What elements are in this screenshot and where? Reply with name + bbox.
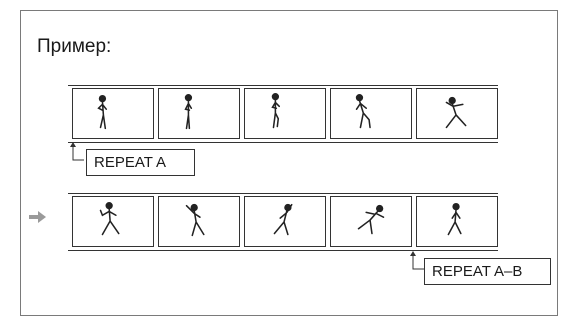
example-heading: Пример: <box>37 37 111 56</box>
pitcher-figure-icon <box>73 89 153 138</box>
strip2-frame-3 <box>244 196 326 247</box>
repeat-a-label: REPEAT A <box>86 149 195 176</box>
pitcher-figure-icon <box>159 197 239 246</box>
pitcher-figure-icon <box>331 89 411 138</box>
strip2-frame-4 <box>330 196 412 247</box>
pitcher-figure-icon <box>417 89 497 138</box>
pitcher-figure-icon <box>331 197 411 246</box>
strip2-frame-5 <box>416 196 498 247</box>
strip1-frame-5 <box>416 88 498 139</box>
strip2-top-line <box>68 193 498 194</box>
playback-marker <box>29 210 47 228</box>
strip2-bottom-line <box>68 250 498 251</box>
up-arrow-icon <box>68 140 88 164</box>
pitcher-figure-icon <box>73 197 153 246</box>
strip1-frame-1 <box>72 88 154 139</box>
repeat-ab-label: REPEAT A–B <box>424 258 551 285</box>
point-a-marker <box>68 140 88 164</box>
right-arrow-icon <box>29 211 47 223</box>
strip1-frame-2 <box>158 88 240 139</box>
strip1-frame-4 <box>330 88 412 139</box>
pitcher-figure-icon <box>245 197 325 246</box>
strip1-frame-3 <box>244 88 326 139</box>
strip1-top-line <box>68 85 498 86</box>
strip1-bottom-line <box>68 142 498 143</box>
pitcher-figure-icon <box>417 197 497 246</box>
strip2-frame-1 <box>72 196 154 247</box>
strip2-frame-2 <box>158 196 240 247</box>
pitcher-figure-icon <box>245 89 325 138</box>
pitcher-figure-icon <box>159 89 239 138</box>
